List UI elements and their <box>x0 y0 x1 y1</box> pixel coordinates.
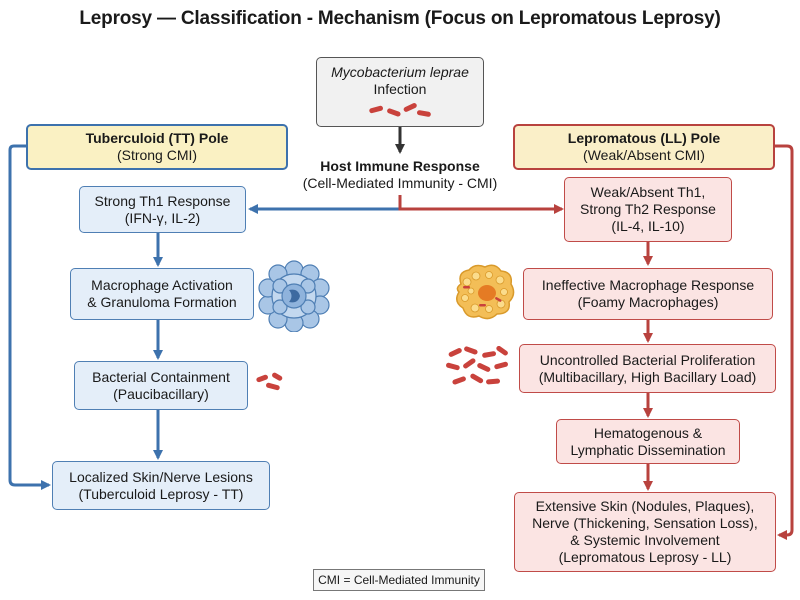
localized-lesions-line2: (Tuberculoid Leprosy - TT) <box>78 485 244 502</box>
infection-organism: Mycobacterium leprae <box>331 63 469 80</box>
extensive-involvement-box: Extensive Skin (Nodules, Plaques), Nerve… <box>514 492 776 572</box>
host-immune-response: Host Immune Response (Cell-Mediated Immu… <box>270 158 530 192</box>
arrow-tt-pole-to-lesions <box>8 144 51 490</box>
ll-pole-subtitle: (Weak/Absent CMI) <box>583 147 705 163</box>
bacterial-containment-box: Bacterial Containment (Paucibacillary) <box>74 361 248 410</box>
proliferating-bacteria-icon <box>446 346 508 385</box>
bacterial-proliferation-line2: (Multibacillary, High Bacillary Load) <box>538 368 757 385</box>
granuloma-icon <box>258 260 330 332</box>
bacterial-proliferation-line1: Uncontrolled Bacterial Proliferation <box>539 351 756 368</box>
infection-label: Infection <box>373 80 427 97</box>
weak-th1-line2: Strong Th2 Response <box>580 201 716 217</box>
tt-pole-title: Tuberculoid (TT) Pole <box>85 130 229 146</box>
weak-th1-line1: Weak/Absent Th1, <box>590 184 706 200</box>
tuberculoid-pole-box: Tuberculoid (TT) Pole (Strong CMI) <box>26 124 288 170</box>
arrow-host-to-th1 <box>248 195 402 214</box>
macrophage-activation-line2: & Granuloma Formation <box>87 294 237 310</box>
macrophage-activation-line1: Macrophage Activation <box>91 277 233 293</box>
host-response-heading: Host Immune Response <box>320 158 480 174</box>
bacterial-proliferation-box: Uncontrolled Bacterial Proliferation (Mu… <box>519 344 776 393</box>
localized-lesions-box: Localized Skin/Nerve Lesions (Tuberculoi… <box>52 461 270 510</box>
weak-th1-line3: (IL-4, IL-10) <box>611 218 685 234</box>
ll-pole-title: Lepromatous (LL) Pole <box>567 130 721 146</box>
dissemination-line2: Lymphatic Dissemination <box>570 441 726 458</box>
ineffective-macrophage-box: Ineffective Macrophage Response (Foamy M… <box>523 268 773 320</box>
ineffective-macrophage-line2: (Foamy Macrophages) <box>577 294 719 310</box>
contained-bacteria-icon <box>256 372 283 391</box>
dissemination-box: Hematogenous & Lymphatic Dissemination <box>556 419 740 464</box>
bacterial-containment-line2: (Paucibacillary) <box>113 385 209 402</box>
dissemination-line1: Hematogenous & <box>593 424 703 441</box>
bacteria-icon <box>369 102 431 117</box>
macrophage-activation-box: Macrophage Activation & Granuloma Format… <box>70 268 254 320</box>
extensive-involvement-line3: & Systemic Involvement <box>570 532 720 548</box>
extensive-involvement-line1: Extensive Skin (Nodules, Plaques), <box>535 498 755 514</box>
tt-pole-subtitle: (Strong CMI) <box>116 147 198 163</box>
infection-box: Mycobacterium leprae Infection <box>316 57 484 127</box>
arrow-host-to-th2 <box>398 195 564 214</box>
foamy-macrophage-icon <box>456 264 515 320</box>
ineffective-macrophage-line1: Ineffective Macrophage Response <box>541 277 755 293</box>
arrow-ll-pole-to-involvement <box>775 144 794 540</box>
extensive-involvement-line4: (Lepromatous Leprosy - LL) <box>558 549 732 565</box>
localized-lesions-line1: Localized Skin/Nerve Lesions <box>69 468 253 485</box>
strong-th1-line2: (IFN-γ, IL-2) <box>124 209 201 226</box>
weak-th1-strong-th2-box: Weak/Absent Th1, Strong Th2 Response (IL… <box>564 177 732 242</box>
bacterial-containment-line1: Bacterial Containment <box>92 368 230 385</box>
diagram-title: Leprosy — Classification - Mechanism (Fo… <box>79 8 721 29</box>
legend-box: CMI = Cell-Mediated Immunity <box>313 569 485 591</box>
extensive-involvement-line2: Nerve (Thickening, Sensation Loss), <box>532 515 758 531</box>
strong-th1-line1: Strong Th1 Response <box>94 192 231 209</box>
strong-th1-box: Strong Th1 Response (IFN-γ, IL-2) <box>79 186 246 233</box>
host-response-subheading: (Cell-Mediated Immunity - CMI) <box>302 175 498 191</box>
lepromatous-pole-box: Lepromatous (LL) Pole (Weak/Absent CMI) <box>513 124 775 170</box>
